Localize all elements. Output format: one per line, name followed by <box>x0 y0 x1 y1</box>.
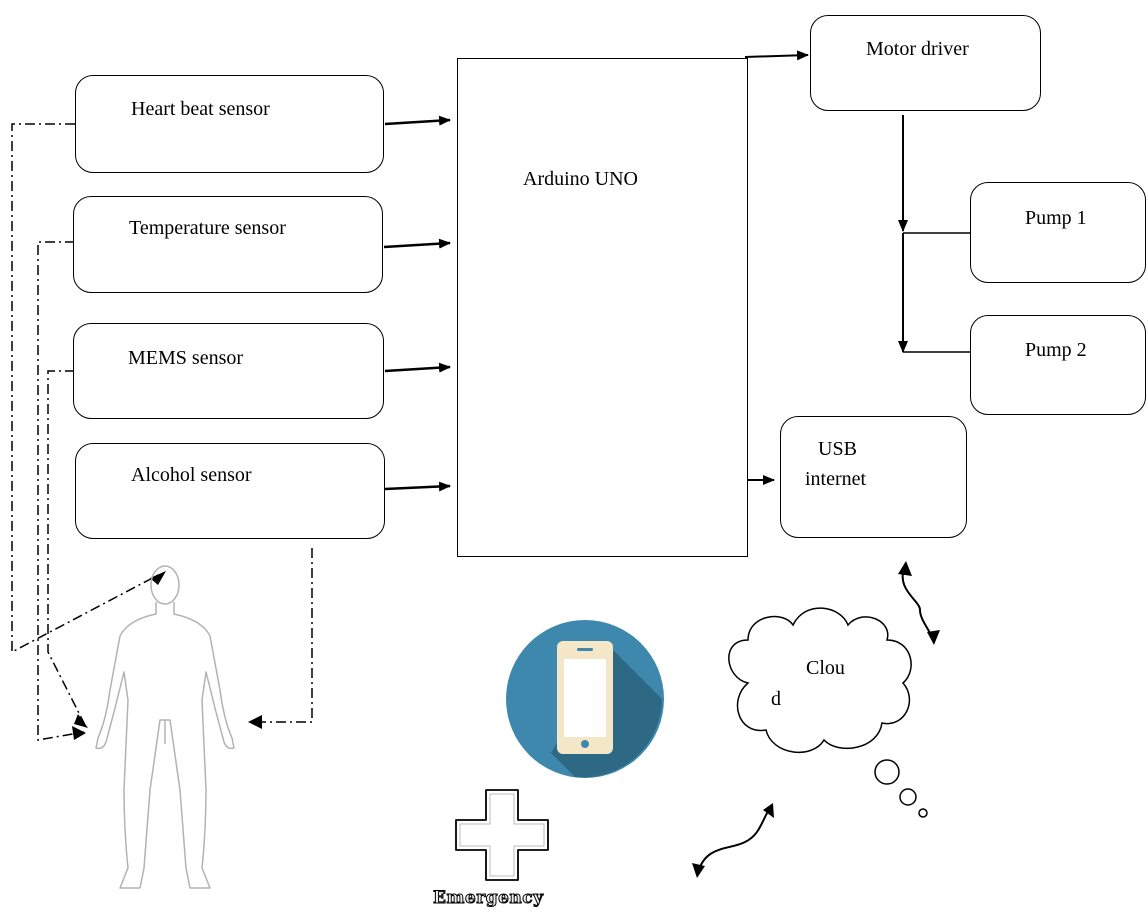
heartbeat-sensor-label: Heart beat sensor <box>131 98 270 120</box>
usb-label: USB <box>818 438 857 460</box>
internet-label: internet <box>805 468 867 490</box>
human-body-icon <box>95 565 235 889</box>
alcohol-sensor-label: Alcohol sensor <box>131 464 252 486</box>
pump2-label: Pump 2 <box>1025 339 1087 361</box>
arrow-temperature-to-arduino <box>383 238 451 249</box>
pump2-box <box>970 315 1146 415</box>
medical-cross-icon <box>455 789 549 881</box>
arrow-mems-to-arduino <box>384 362 451 373</box>
mems-sensor-box <box>73 323 384 419</box>
motor-driver-label: Motor driver <box>866 38 969 60</box>
arrow-arduino-to-motor-driver <box>744 50 809 61</box>
arduino-uno-block <box>457 58 748 557</box>
usb-cloud-link-arrow <box>898 561 940 645</box>
smartphone-icon <box>506 620 664 778</box>
arrow-heartbeat-to-arduino <box>384 115 451 126</box>
emergency-label: Emergency <box>433 888 544 909</box>
heartbeat-sensor-box <box>75 75 384 173</box>
pump1-box <box>970 182 1146 283</box>
cloud-label-line2: d <box>771 688 781 710</box>
usb-internet-box <box>780 416 967 538</box>
alcohol-sensor-box <box>75 443 385 539</box>
cloud-label-line1: Clou <box>806 657 845 679</box>
motor-driver-box <box>810 15 1041 111</box>
mems-sensor-label: MEMS sensor <box>128 347 244 369</box>
cloud-icon <box>728 607 928 818</box>
cloud-emergency-link-arrow <box>692 803 774 878</box>
sensor-wiring <box>11 123 313 741</box>
pump1-label: Pump 1 <box>1025 207 1087 229</box>
temperature-sensor-label: Temperature sensor <box>129 217 286 239</box>
arduino-uno-label: Arduino UNO <box>523 168 638 190</box>
arrow-alcohol-to-arduino <box>384 481 451 492</box>
temperature-sensor-box <box>73 196 383 293</box>
